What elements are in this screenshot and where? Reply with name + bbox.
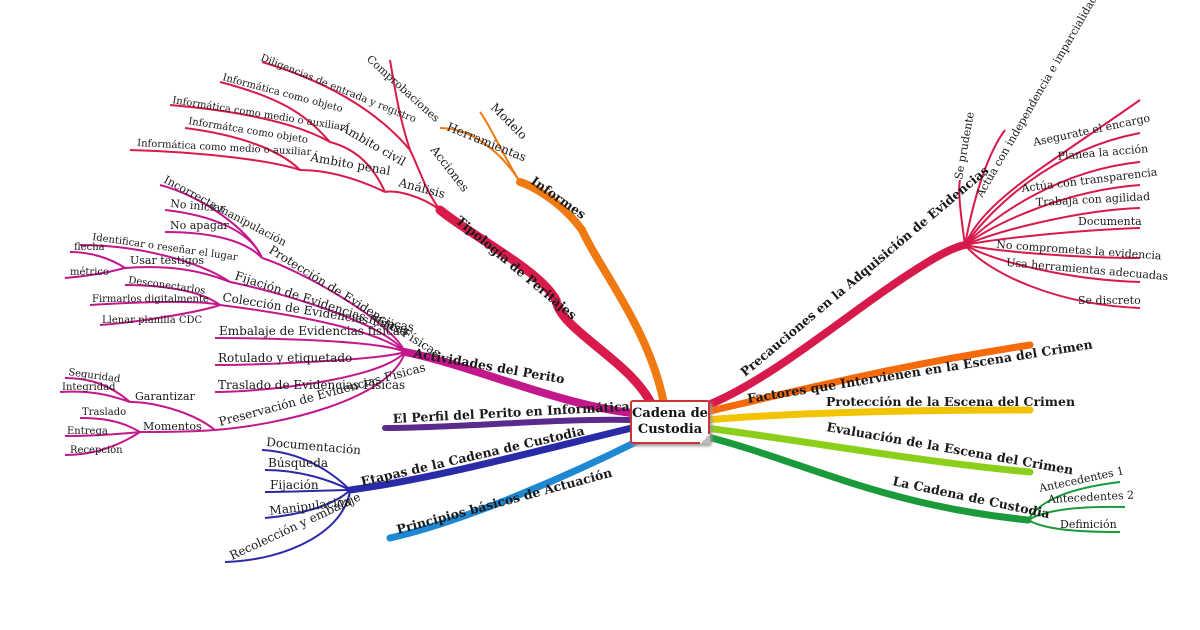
branch-line-precauciones xyxy=(702,241,969,410)
central-node-line-2: Custodia xyxy=(637,422,703,437)
node-rotulado[interactable]: Rotulado y etiquetado xyxy=(218,351,352,365)
node-agilidad[interactable]: Trabaja con agilidad xyxy=(1035,190,1150,209)
informes-subtree xyxy=(439,111,521,183)
node-m-traslado[interactable]: Traslado xyxy=(82,407,126,418)
node-analisis[interactable]: Análisis xyxy=(396,175,446,201)
branch-label-precauciones[interactable]: Precauciones en la Adquisición de Eviden… xyxy=(737,163,991,380)
branch-line-tipologia xyxy=(435,205,657,410)
node-planea[interactable]: Planea la acción xyxy=(1057,142,1149,163)
branch-label-proteccion[interactable]: Protección de la Escena del Crimen xyxy=(826,394,1075,409)
node-metrico[interactable]: métrico xyxy=(70,267,109,278)
node-garantizar[interactable]: Garantizar xyxy=(135,390,196,403)
page-curl-icon xyxy=(700,434,710,444)
branch-line-informes xyxy=(516,178,668,408)
node-documentacion[interactable]: Documentación xyxy=(266,435,362,457)
node-firmar[interactable]: Firmarlos digitalmente xyxy=(92,294,209,305)
branch-label-informes[interactable]: Informes xyxy=(528,173,589,222)
etapas-subtree xyxy=(224,449,351,563)
actividades-subtree xyxy=(59,184,406,456)
node-integridad[interactable]: Integridad xyxy=(62,382,116,393)
node-llenar[interactable]: Llenar planilla CDC xyxy=(102,315,203,326)
central-node[interactable]: Cadena de Custodia xyxy=(630,400,710,444)
node-documenta[interactable]: Documenta xyxy=(1078,215,1142,228)
node-traslado-evidencias[interactable]: Traslado de Evidencias Físicas xyxy=(218,378,405,392)
node-antecedentes-2[interactable]: Antecedentes 2 xyxy=(1046,488,1134,506)
branch-line-etapas xyxy=(346,424,636,494)
branch-line-perfil xyxy=(382,416,635,431)
branch-line-factores xyxy=(702,341,1034,416)
node-no-apagar[interactable]: No apagar xyxy=(170,219,230,232)
node-usar-testigos[interactable]: Usar testigos xyxy=(130,254,204,267)
node-embalaje[interactable]: Embalaje de Evidencias físicas xyxy=(219,324,406,338)
node-fijacion[interactable]: Fijación xyxy=(270,478,319,492)
branch-line-cadena xyxy=(700,432,1032,524)
branch-line-principios xyxy=(386,436,644,542)
branch-line-proteccion xyxy=(702,406,1034,424)
node-no-iniciar[interactable]: No iniciar xyxy=(170,197,227,215)
branch-label-tipologia[interactable]: Tipología de Peritajes xyxy=(453,213,580,323)
node-momentos[interactable]: Momentos xyxy=(143,420,202,433)
cadena-subtree xyxy=(1027,481,1126,533)
node-m-recepcion[interactable]: Recepción xyxy=(70,445,123,456)
node-independencia[interactable]: Actúa con independencia e imparcialidad xyxy=(973,0,1100,200)
node-busqueda[interactable]: Búsqueda xyxy=(268,456,328,470)
node-discreto[interactable]: Se discreto xyxy=(1078,294,1141,307)
precauciones-subtree xyxy=(958,99,1141,309)
branch-line-evaluacion xyxy=(702,424,1034,476)
node-m-entrega[interactable]: Entrega xyxy=(67,426,108,437)
tipologia-subtree xyxy=(129,59,441,211)
branch-line-actividades xyxy=(401,348,636,417)
node-definicion[interactable]: Definición xyxy=(1060,518,1117,531)
central-node-line-1: Cadena de xyxy=(632,406,708,421)
node-flecha[interactable]: flecha xyxy=(74,242,105,253)
